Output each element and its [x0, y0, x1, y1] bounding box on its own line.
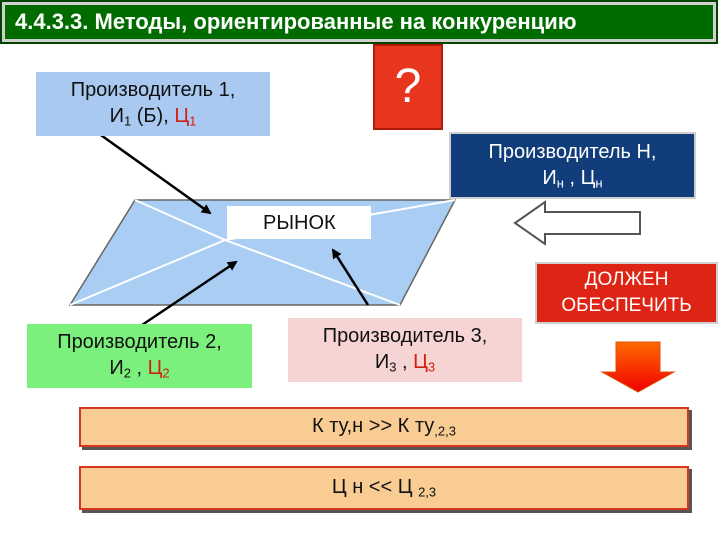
- condition2-text: Ц н << Ц 2,3: [331, 476, 437, 500]
- must-provide-line1: ДОЛЖЕН: [584, 269, 669, 291]
- must-provide-box: ДОЛЖЕН ОБЕСПЕЧИТЬ: [535, 262, 718, 324]
- market-label-box: РЫНОК: [227, 206, 371, 239]
- producerH-name: Производитель Н,: [488, 140, 657, 163]
- condition1-text: К ту,н >> К ту,2,3: [312, 415, 456, 439]
- producer3-params: И3 , Ц3: [374, 351, 436, 375]
- down-arrow: [600, 341, 676, 393]
- producer2-params: И2 , Ц2: [109, 357, 170, 381]
- white-left-arrow: [513, 200, 641, 246]
- producer1-params: И1 (Б), Ц1: [109, 105, 197, 129]
- page-title-text: 4.4.3.3. Методы, ориентированные на конк…: [15, 8, 577, 34]
- page-title: 4.4.3.3. Методы, ориентированные на конк…: [0, 0, 718, 44]
- producerH-params: Ин , Цн: [542, 166, 603, 191]
- producer3-box: Производитель 3, И3 , Ц3: [288, 318, 522, 382]
- condition2-box: Ц н << Ц 2,3: [79, 466, 689, 510]
- condition1-box: К ту,н >> К ту,2,3: [79, 407, 689, 447]
- producer2-name: Производитель 2,: [57, 331, 222, 354]
- question-mark: ?: [394, 59, 422, 113]
- producer1-box: Производитель 1, И1 (Б), Ц1: [36, 72, 270, 136]
- producerH-box: Производитель Н, Ин , Цн: [449, 132, 696, 199]
- must-provide-line2: ОБЕСПЕЧИТЬ: [561, 295, 692, 316]
- question-box: ?: [373, 44, 443, 130]
- producer3-name: Производитель 3,: [322, 325, 488, 348]
- arrow-producer3-to-market: [331, 248, 370, 306]
- producer1-name: Производитель 1,: [70, 79, 236, 102]
- arrow-producer2-to-market: [141, 260, 238, 327]
- market-label: РЫНОК: [263, 211, 336, 234]
- producer2-box: Производитель 2, И2 , Ц2: [27, 324, 252, 388]
- arrow-producer1-to-market: [97, 131, 212, 215]
